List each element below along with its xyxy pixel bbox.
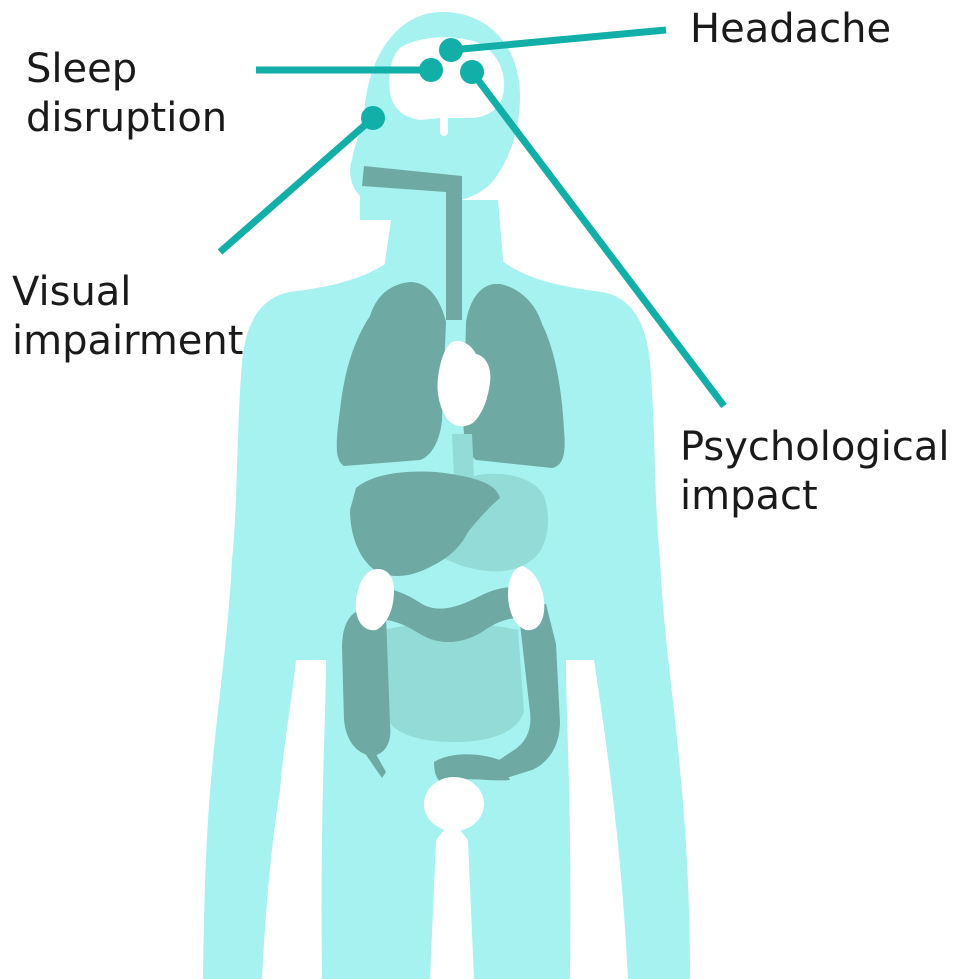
- sleep-label-line1: Sleep: [26, 45, 227, 94]
- psychological-impact-label: Psychological impact: [680, 423, 949, 521]
- visual-label-line1: Visual: [12, 268, 243, 317]
- sleep-dot: [419, 58, 443, 82]
- psych-label-line1: Psychological: [680, 423, 949, 472]
- psych-label-line2: impact: [680, 472, 949, 521]
- headache-label: Headache: [690, 5, 891, 54]
- visual-impairment-label: Visual impairment: [12, 268, 243, 366]
- sleep-disruption-label: Sleep disruption: [26, 45, 227, 143]
- brain-stem: [440, 112, 448, 136]
- ascending-colon: [342, 610, 390, 756]
- bladder: [424, 777, 484, 831]
- visual-label-line2: impairment: [12, 317, 243, 366]
- psych-dot: [460, 60, 484, 84]
- visual-callout-line: [220, 118, 373, 252]
- visual-dot: [361, 106, 385, 130]
- sleep-label-line2: disruption: [26, 94, 227, 143]
- headache-label-line1: Headache: [690, 5, 891, 54]
- headache-dot: [439, 38, 463, 62]
